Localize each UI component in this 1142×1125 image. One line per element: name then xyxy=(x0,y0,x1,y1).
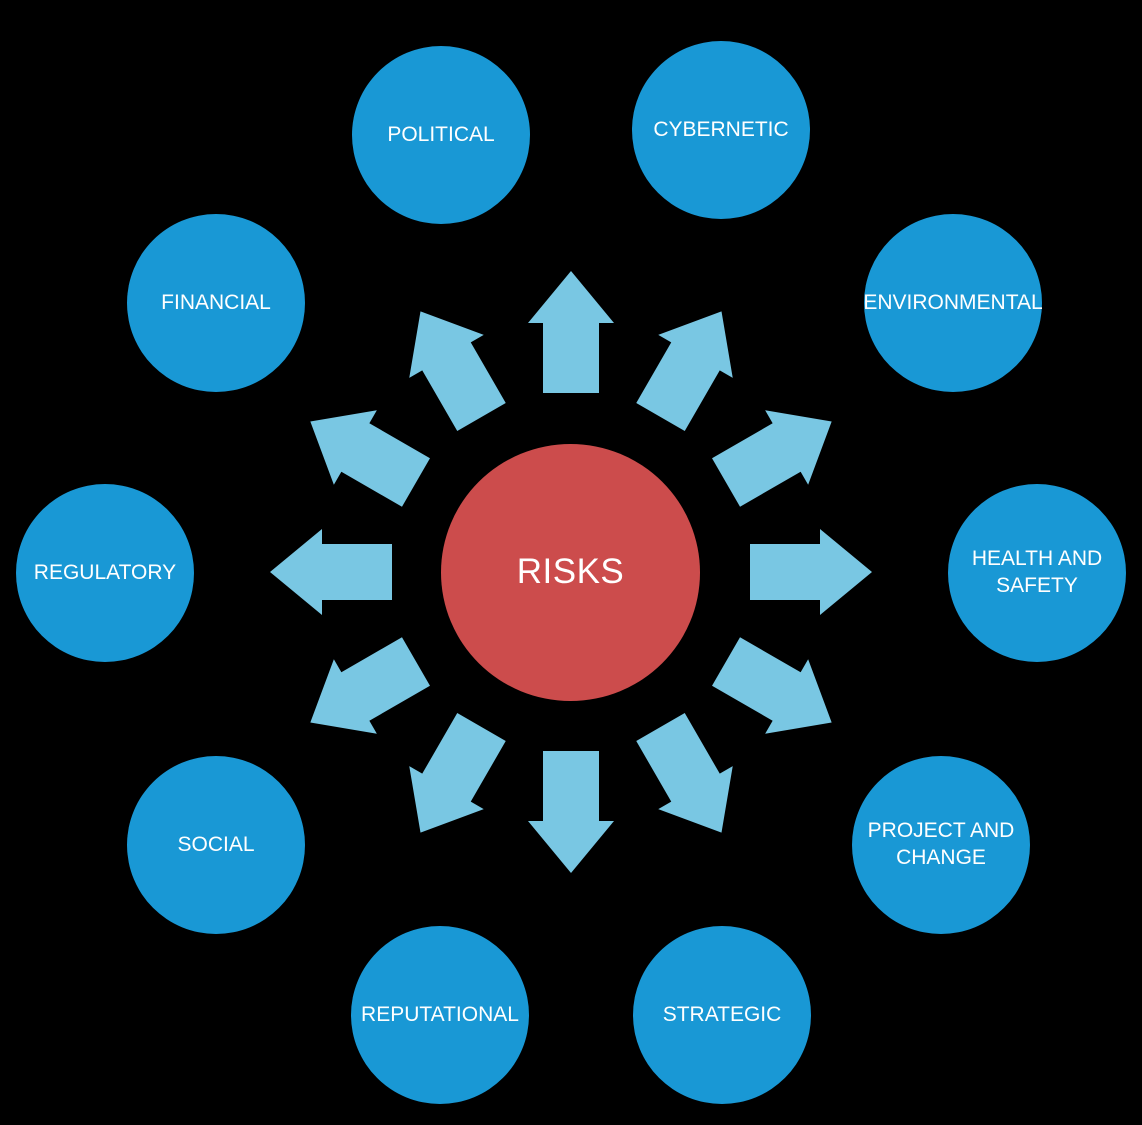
arrow-outward-icon-60deg xyxy=(636,311,733,431)
node-strategic-label: STRATEGIC xyxy=(662,1002,782,1026)
node-reputational-label: REPUTATIONAL xyxy=(361,1002,519,1026)
node-cybernetic[interactable]: CYBERNETIC xyxy=(632,41,810,219)
node-political[interactable]: POLITICAL xyxy=(352,46,530,224)
node-regulatory[interactable]: REGULATORY xyxy=(16,484,194,662)
arrow-group xyxy=(270,271,872,873)
node-regulatory-label: REGULATORY xyxy=(33,560,177,584)
node-social-label: SOCIAL xyxy=(177,832,255,856)
arrow-outward-icon-240deg xyxy=(409,713,506,833)
arrow-outward-icon-30deg xyxy=(712,410,832,507)
node-health-and-safety-label: HEALTH AND SAFETY xyxy=(971,547,1103,597)
node-political-label: POLITICAL xyxy=(387,122,495,146)
center-node-risks[interactable]: RISKS xyxy=(441,444,700,701)
node-strategic[interactable]: STRATEGIC xyxy=(633,926,811,1104)
node-reputational[interactable]: REPUTATIONAL xyxy=(351,926,529,1104)
arrow-outward-icon-150deg xyxy=(310,410,430,507)
arrow-outward-icon-330deg xyxy=(712,637,832,734)
node-health-and-safety[interactable]: HEALTH AND SAFETY xyxy=(948,484,1126,662)
node-project-and-change-label: PROJECT AND CHANGE xyxy=(867,819,1015,869)
center-node-label: RISKS xyxy=(516,552,625,592)
node-cybernetic-label: CYBERNETIC xyxy=(653,117,789,141)
arrow-outward-icon-300deg xyxy=(636,713,733,833)
node-financial-label: FINANCIAL xyxy=(161,290,271,314)
node-project-and-change[interactable]: PROJECT AND CHANGE xyxy=(852,756,1030,934)
node-social[interactable]: SOCIAL xyxy=(127,756,305,934)
arrow-outward-icon-90deg xyxy=(528,271,614,393)
node-financial[interactable]: FINANCIAL xyxy=(127,214,305,392)
arrow-outward-icon-120deg xyxy=(409,311,506,431)
node-environmental-label: ENVIRONMENTAL xyxy=(863,290,1043,314)
arrow-outward-icon-0deg xyxy=(750,529,872,615)
node-environmental[interactable]: ENVIRONMENTAL xyxy=(863,214,1043,392)
arrow-outward-icon-270deg xyxy=(528,751,614,873)
arrow-outward-icon-180deg xyxy=(270,529,392,615)
arrow-outward-icon-210deg xyxy=(310,637,430,734)
